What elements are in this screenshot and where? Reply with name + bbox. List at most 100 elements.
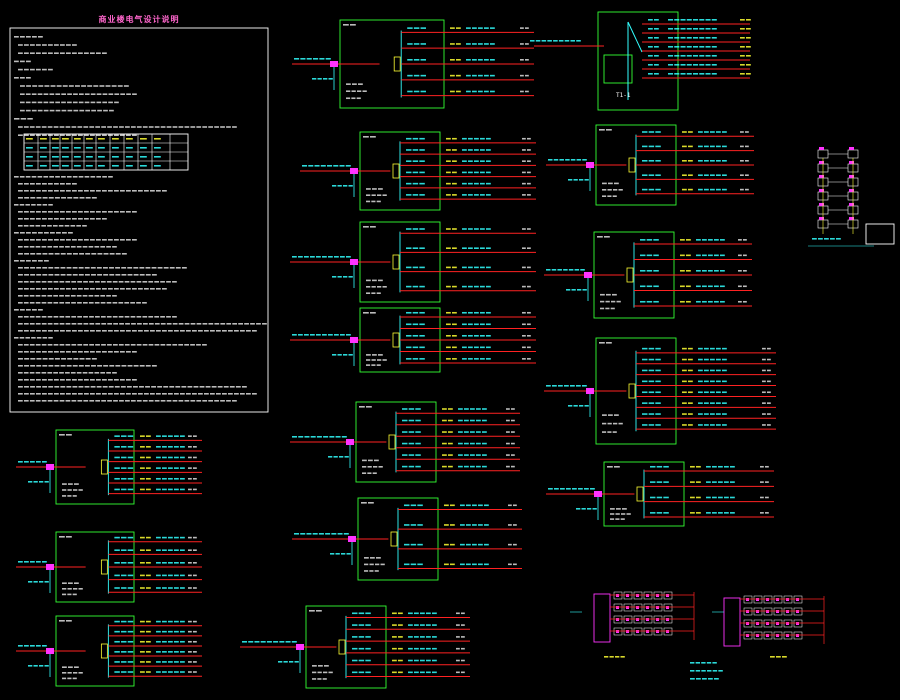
note-line — [136, 126, 142, 128]
note-line — [95, 281, 100, 283]
breaker-label — [420, 90, 426, 93]
note-line — [96, 351, 101, 353]
load-label — [740, 145, 744, 148]
cable-label — [414, 636, 419, 638]
note-line — [178, 323, 184, 325]
note-line — [172, 323, 178, 325]
note-line — [119, 400, 124, 402]
cable-label — [702, 285, 707, 288]
cable-label — [704, 424, 709, 426]
cable-label — [710, 369, 715, 372]
meter-label — [339, 456, 344, 458]
cable-label — [180, 651, 185, 653]
breaker-label — [412, 247, 419, 249]
note-line — [117, 85, 123, 87]
note-line — [35, 372, 41, 374]
note-line — [114, 288, 119, 290]
breaker-label — [419, 247, 425, 249]
cable-label — [486, 311, 491, 314]
note-line — [66, 365, 72, 367]
meter-label — [343, 276, 348, 278]
note-line — [18, 288, 23, 290]
cable-label — [476, 442, 481, 445]
grid-caption — [782, 656, 787, 658]
main-breaker — [628, 157, 636, 173]
meter-label — [566, 289, 571, 291]
riser-cable — [711, 64, 717, 66]
circuit-tag — [456, 43, 461, 45]
table-cell — [74, 147, 81, 149]
note-line — [180, 393, 185, 395]
note-line — [47, 295, 53, 297]
circuit-tag — [682, 347, 687, 350]
load-label — [745, 174, 749, 176]
riser-cable — [705, 28, 711, 30]
panel-note — [366, 279, 371, 282]
note-line — [59, 295, 64, 297]
grid-cell — [793, 595, 803, 604]
note-line — [23, 323, 29, 325]
note-line — [42, 330, 47, 332]
panel-note — [607, 431, 612, 433]
meter-block — [46, 648, 54, 654]
grid-dot — [756, 598, 759, 601]
note-line — [38, 85, 44, 87]
cable-label — [180, 477, 185, 480]
grid-dot — [626, 618, 629, 621]
note-line — [72, 101, 78, 104]
breaker-label — [655, 402, 661, 404]
panel-note — [364, 570, 369, 572]
grid-cell — [793, 631, 803, 640]
cable-label — [408, 659, 413, 662]
circuit-tag — [686, 254, 691, 257]
breaker-label — [114, 671, 120, 673]
breaker-label — [114, 549, 120, 551]
panel-note — [375, 563, 380, 566]
note-line — [166, 344, 172, 346]
incoming-label — [564, 385, 569, 387]
load-label — [522, 149, 526, 151]
table-cell — [112, 165, 119, 167]
breaker-label — [406, 323, 412, 326]
cable-label — [174, 477, 179, 480]
circuit-tag — [688, 188, 693, 191]
note-line — [90, 52, 95, 54]
note-line — [162, 190, 167, 192]
cable-label — [174, 549, 179, 551]
cable-label — [730, 496, 735, 499]
note-line — [59, 126, 65, 128]
cable-label — [716, 347, 721, 350]
circuit-tag — [446, 285, 451, 288]
panel-note — [74, 483, 79, 485]
note-line — [30, 134, 35, 136]
riser-cable — [668, 28, 674, 30]
breaker-label — [114, 574, 120, 577]
note-line — [48, 239, 53, 241]
note-line — [78, 330, 83, 332]
load-label — [188, 671, 192, 673]
note-line — [84, 211, 89, 213]
note-line — [184, 126, 190, 128]
meter-label — [312, 78, 317, 80]
note-line — [181, 386, 187, 388]
breaker-label — [412, 160, 419, 162]
note-line — [108, 330, 113, 332]
cable-label — [696, 285, 701, 288]
note-line — [228, 393, 233, 395]
incoming-label — [304, 256, 309, 258]
note-line — [53, 225, 58, 227]
grid-dot — [796, 634, 799, 637]
note-line — [241, 386, 247, 388]
meter-label — [573, 179, 578, 181]
cable-label — [480, 311, 485, 314]
breaker-label — [419, 311, 425, 314]
cable-label — [462, 182, 467, 185]
note-line — [77, 323, 83, 325]
note-line — [18, 218, 23, 220]
note-line — [42, 52, 47, 54]
note-line — [49, 109, 55, 112]
note-line — [112, 372, 117, 374]
riser-cable — [680, 55, 686, 57]
cable-label — [724, 465, 729, 468]
note-line — [18, 295, 23, 297]
